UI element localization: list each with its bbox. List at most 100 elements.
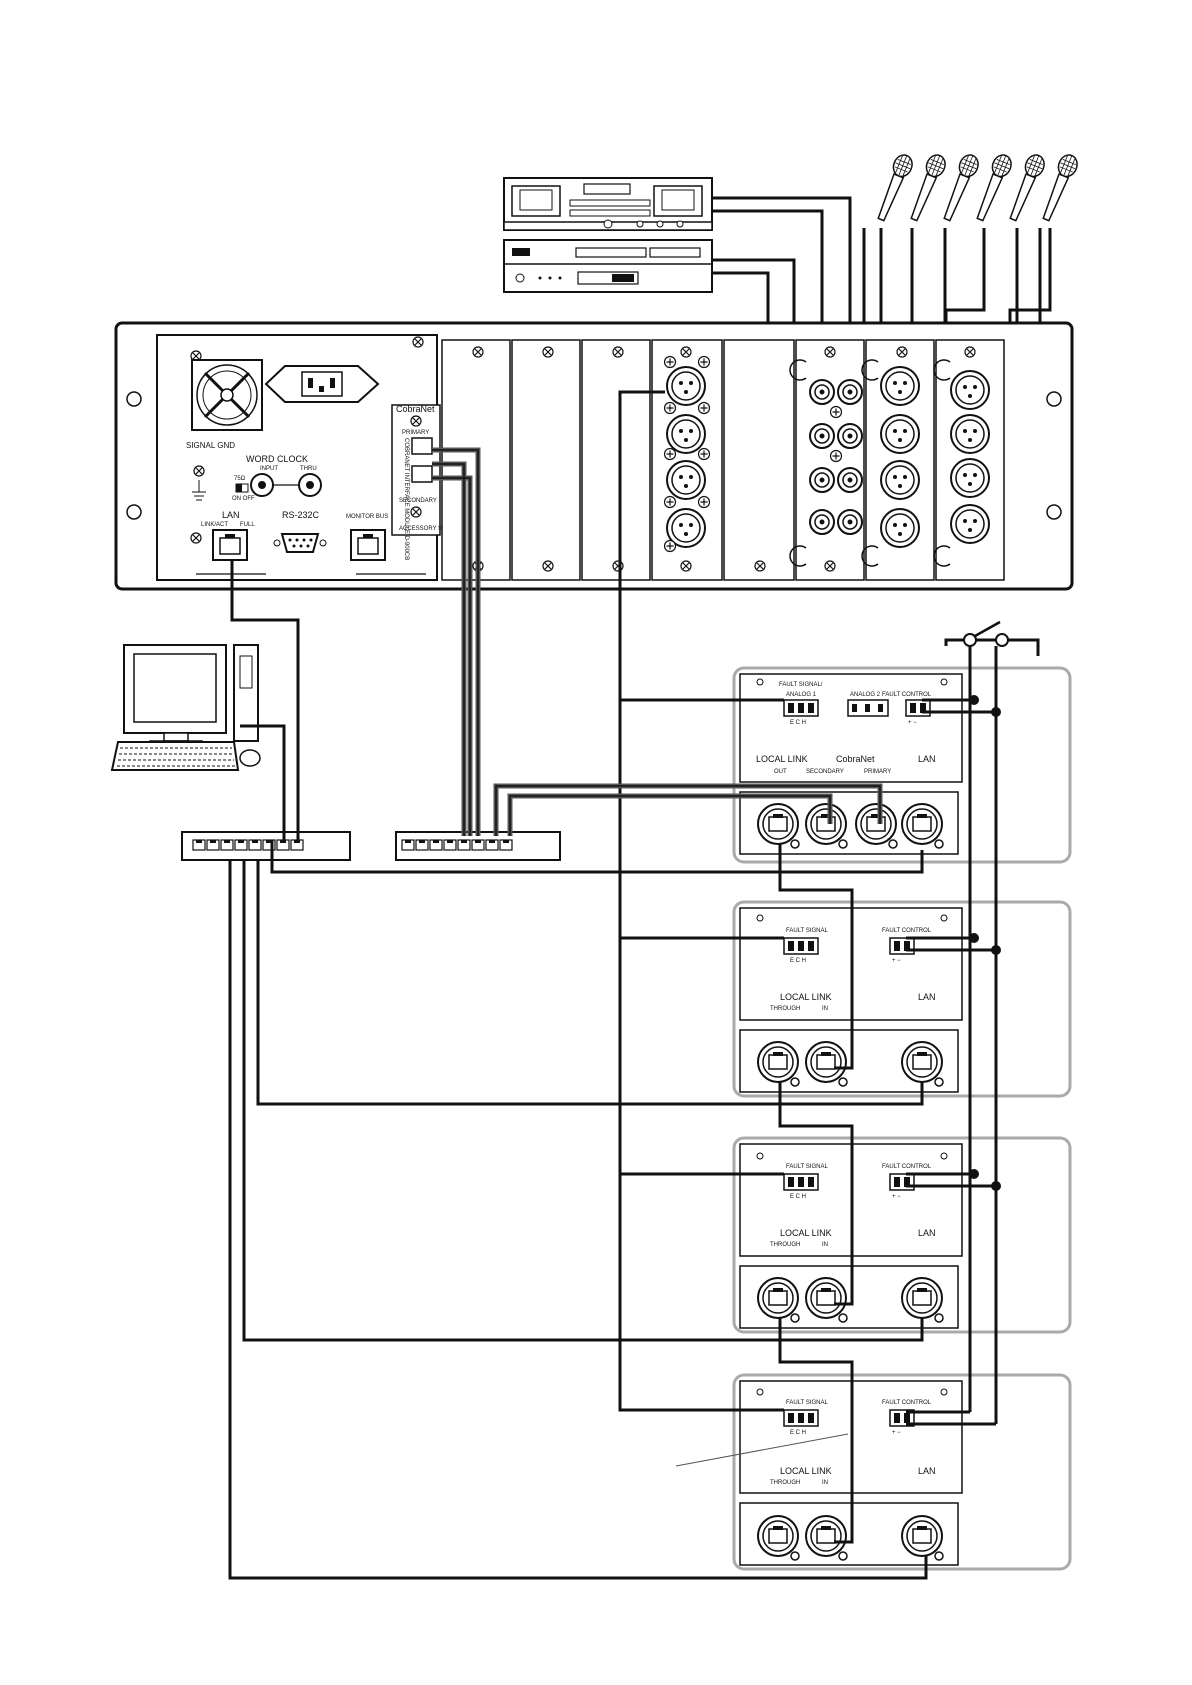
local-link-wiring xyxy=(778,844,854,1544)
fault-control-terminal[interactable] xyxy=(889,1173,915,1191)
through-label: THROUGH xyxy=(770,1006,800,1012)
mic-input-card-a xyxy=(861,359,920,567)
fault-control-label: FAULT CONTROL xyxy=(882,1164,932,1170)
fault-control-wiring xyxy=(906,646,998,1426)
word-clock-label: WORD CLOCK xyxy=(246,454,308,464)
cobranet-accessory-label: ACCESSORY SWU xyxy=(399,526,452,532)
cobranet-card: CobraNet PRIMARY SECONDARY ACCESSORY SWU… xyxy=(391,404,452,560)
fault-control-label: FAULT CONTROL xyxy=(882,692,932,698)
plus-minus-label: + − xyxy=(892,958,901,964)
cobranet-primary-port[interactable] xyxy=(411,437,433,455)
rca-jack-icon[interactable] xyxy=(809,379,835,405)
local-link-label: LOCAL LINK xyxy=(780,992,832,1002)
ech-label: E C H xyxy=(790,1430,806,1436)
lan-label: LAN xyxy=(918,992,936,1002)
in-label: IN xyxy=(822,1006,828,1012)
through-label: THROUGH xyxy=(770,1480,800,1486)
fault-signal-label: FAULT SIGNAL xyxy=(786,928,828,934)
plus-minus-label: + − xyxy=(892,1194,901,1200)
cooling-fan-icon xyxy=(191,359,263,431)
switch-icon xyxy=(944,620,1040,656)
lan-label: LAN xyxy=(918,1466,936,1476)
rs232c-label: RS-232C xyxy=(282,510,320,520)
rca-jack-icon[interactable] xyxy=(809,509,835,535)
local-link-out-label: OUT xyxy=(774,769,787,775)
switching-hub-icon xyxy=(181,831,351,861)
fault-control-label: FAULT CONTROL xyxy=(882,1400,932,1406)
analog1-label: ANALOG 1 xyxy=(786,692,817,698)
word-clock-thru-label: THRU xyxy=(300,466,317,472)
xlr-connector-icon[interactable] xyxy=(880,508,920,548)
lan-full-label: FULL xyxy=(240,522,255,528)
cobranet-secondary-port[interactable] xyxy=(411,465,433,483)
xlr-connector-icon[interactable] xyxy=(950,504,990,544)
analog2-label: ANALOG 2 xyxy=(850,692,881,698)
cobranet-network-wiring xyxy=(432,449,479,836)
ech-label: E C H xyxy=(790,958,806,964)
lan-link-label: LINK/ACT xyxy=(201,522,228,528)
ech-label: E C H xyxy=(790,720,806,726)
xlr-connector-icon[interactable] xyxy=(666,414,706,454)
primary-label: PRIMARY xyxy=(864,769,891,775)
cobranet-secondary-label: SECONDARY xyxy=(399,498,437,504)
xlr-connector-icon[interactable] xyxy=(880,366,920,406)
rca-jack-icon[interactable] xyxy=(837,423,863,449)
switching-hub-icon xyxy=(395,831,561,861)
xlr-connector-icon[interactable] xyxy=(950,370,990,410)
monitor-bus-label: MONITOR BUS xyxy=(346,514,388,520)
amplifier-unit-4: FAULT SIGNAL FAULT CONTROL E C H + − LOC… xyxy=(675,1373,1072,1571)
cobranet-card-side-label: COBRANET INTERFACE MODULE D-900CB xyxy=(403,438,409,560)
microphone-icon xyxy=(871,151,916,224)
fault-signal-label: FAULT SIGNAL/ xyxy=(779,682,823,688)
fault-signal-terminal[interactable] xyxy=(783,937,819,955)
amplifier-unit-3: FAULT SIGNAL FAULT CONTROL E C H + − LOC… xyxy=(732,1136,1072,1334)
rca-jack-icon[interactable] xyxy=(837,509,863,535)
xlr-connector-icon[interactable] xyxy=(950,414,990,454)
local-link-label: LOCAL LINK xyxy=(756,754,808,764)
xlr-connector-icon[interactable] xyxy=(666,460,706,500)
fault-signal-label: FAULT SIGNAL xyxy=(786,1400,828,1406)
amplifier-unit-2: FAULT SIGNAL FAULT CONTROL E C H + − LOC… xyxy=(732,900,1072,1098)
termination-on-off-label: ON OFF xyxy=(232,496,255,502)
xlr-connector-icon[interactable] xyxy=(880,460,920,500)
microphone-group xyxy=(871,151,1081,224)
rca-jack-icon[interactable] xyxy=(809,467,835,493)
rca-input-card xyxy=(789,359,863,567)
mic-input-card-b xyxy=(933,359,990,567)
rca-jack-icon[interactable] xyxy=(837,467,863,493)
in-label: IN xyxy=(822,1242,828,1248)
amplifier-unit-1: FAULT SIGNAL/ ANALOG 1 ANALOG 2 FAULT CO… xyxy=(732,666,1072,864)
fault-signal-label: FAULT SIGNAL xyxy=(786,1164,828,1170)
fault-control-terminal[interactable] xyxy=(905,699,931,717)
fault-signal-terminal[interactable] xyxy=(783,699,819,717)
cobranet-card-title: CobraNet xyxy=(396,404,435,414)
cd-player-icon xyxy=(503,239,713,293)
fault-control-terminal[interactable] xyxy=(889,937,915,955)
fault-signal-terminal[interactable] xyxy=(783,1173,819,1191)
cobranet-amp-wiring xyxy=(495,785,881,836)
computer-icon xyxy=(110,644,261,771)
lan-control-wiring xyxy=(228,560,928,1580)
plus-minus-label: + − xyxy=(908,720,917,726)
rs232c-port[interactable] xyxy=(280,533,320,553)
xlr-connector-icon[interactable] xyxy=(880,414,920,454)
junction-dots xyxy=(969,695,1001,1191)
signal-gnd-label: SIGNAL GND xyxy=(186,441,235,450)
plus-minus-label: + − xyxy=(892,1430,901,1436)
through-label: THROUGH xyxy=(770,1242,800,1248)
rca-jack-icon[interactable] xyxy=(809,423,835,449)
local-link-label: LOCAL LINK xyxy=(780,1466,832,1476)
cobranet-primary-label: PRIMARY xyxy=(402,430,429,436)
rca-jack-icon[interactable] xyxy=(837,379,863,405)
termination-75-label: 75Ω xyxy=(234,476,246,482)
xlr-connector-icon[interactable] xyxy=(950,458,990,498)
in-label: IN xyxy=(822,1480,828,1486)
local-link-label: LOCAL LINK xyxy=(780,1228,832,1238)
fault-signal-terminal[interactable] xyxy=(783,1409,819,1427)
power-inlet-icon xyxy=(264,365,380,403)
cassette-deck-icon xyxy=(503,177,713,231)
lan-label: LAN xyxy=(222,510,240,520)
xlr-connector-icon[interactable] xyxy=(666,366,706,406)
lan-label: LAN xyxy=(918,1228,936,1238)
